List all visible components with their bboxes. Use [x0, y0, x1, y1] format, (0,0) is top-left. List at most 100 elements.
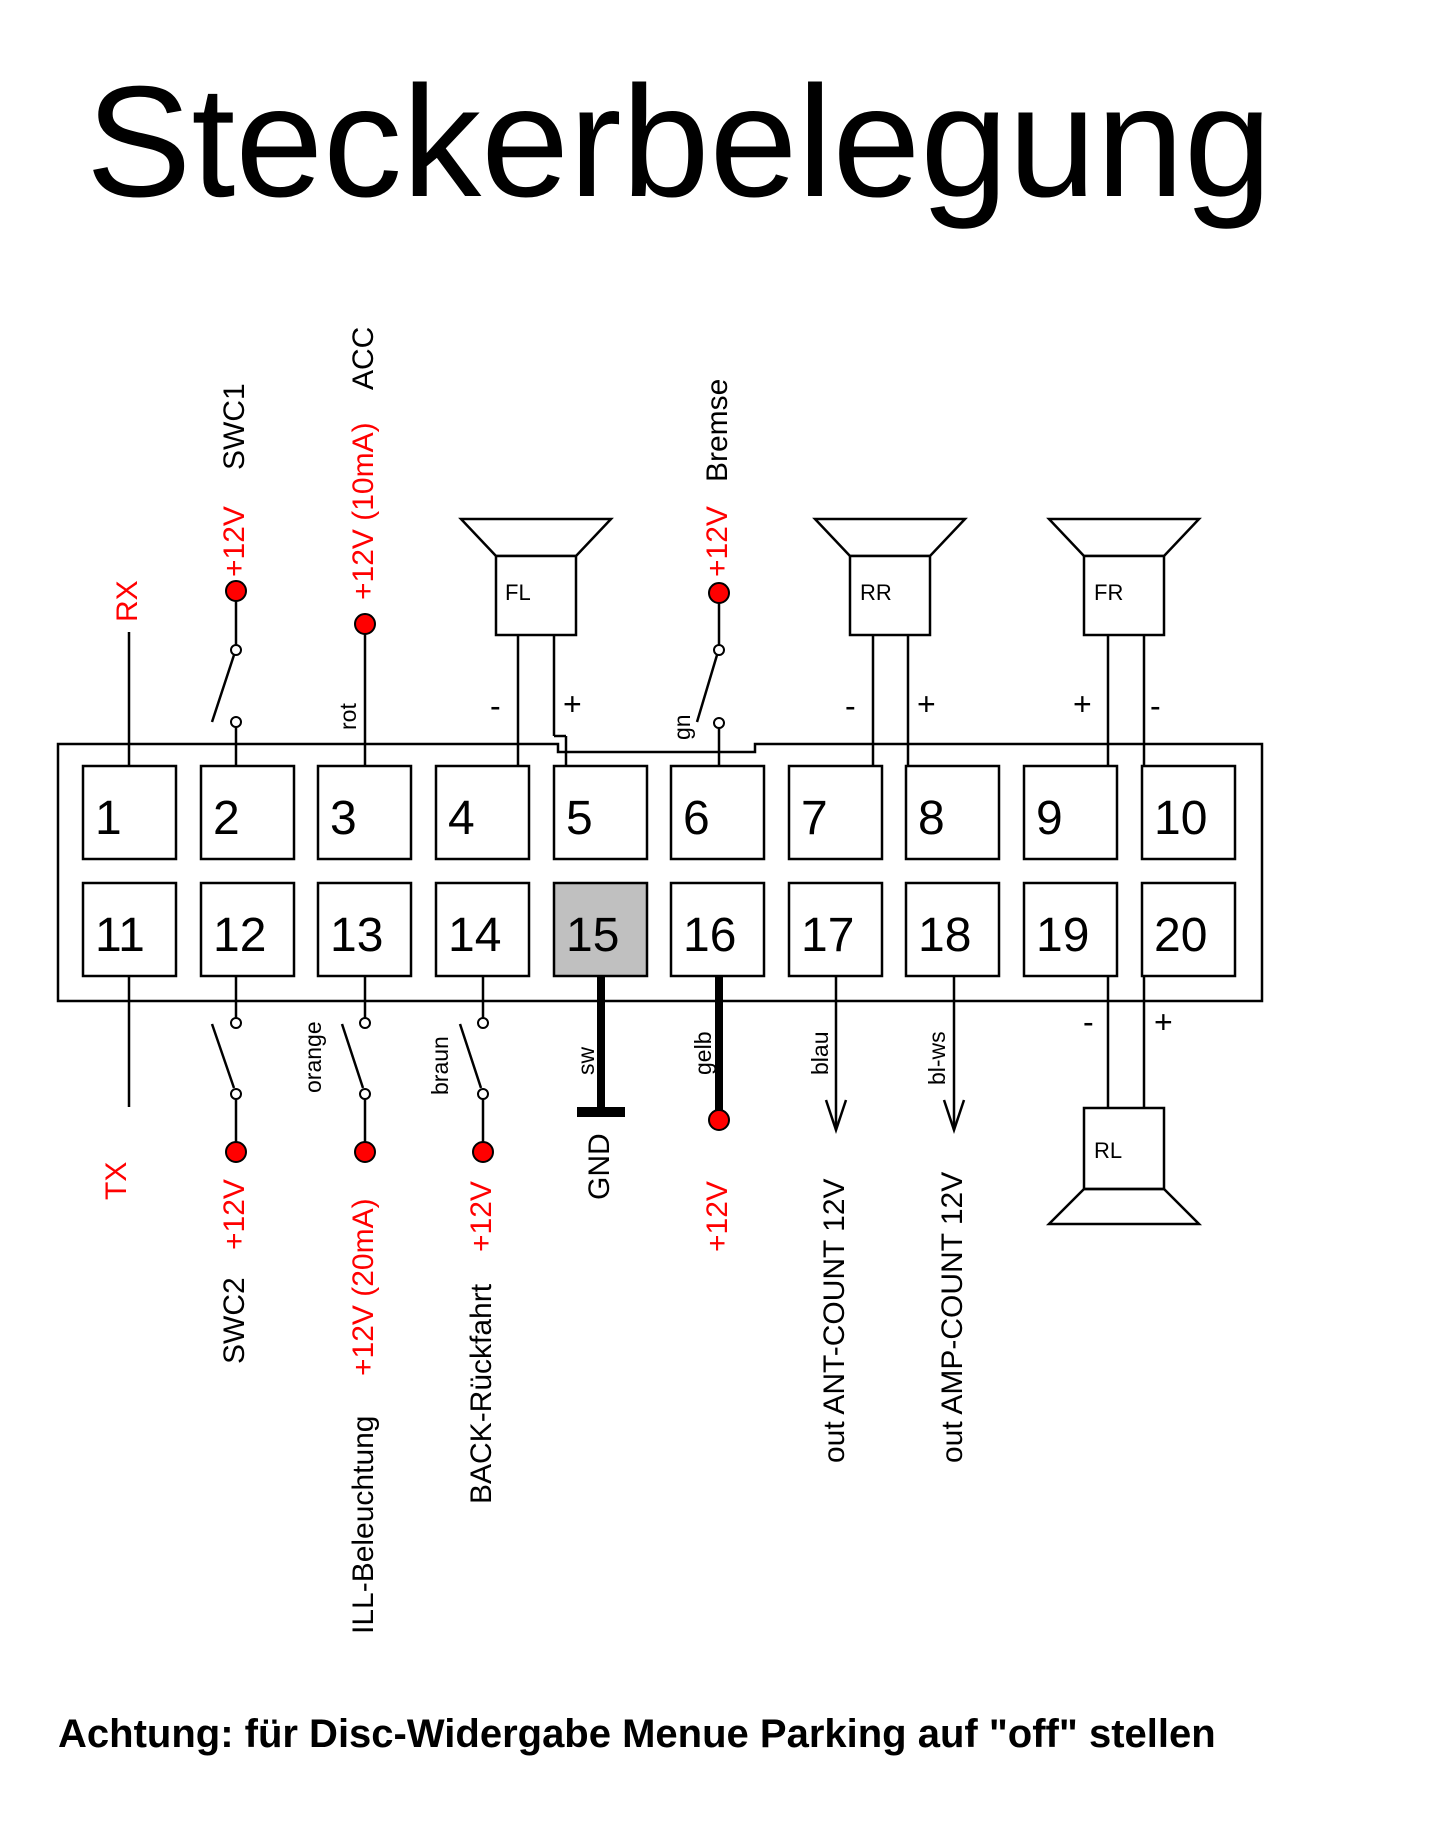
pin-11-tx-wire: TX — [100, 976, 133, 1200]
pin-3[interactable]: 3 — [316, 764, 413, 861]
bremse-power-dot — [708, 582, 730, 604]
swc2-label: SWC2 — [218, 1277, 251, 1364]
connector-top-row: 1 2 3 4 5 6 7 8 9 10 — [81, 764, 1237, 861]
connector-housing — [56, 742, 1264, 1003]
pin-13-ill-switch: orange +12V (20mA) ILL-Beleuchtung — [300, 976, 380, 1634]
pin-12[interactable]: 12 — [199, 881, 296, 978]
pin-16[interactable]: 16 — [669, 881, 766, 978]
pin-1[interactable]: 1 — [81, 764, 178, 861]
svg-text:+: + — [917, 686, 936, 722]
svg-text:17: 17 — [801, 909, 854, 962]
wire-color-gn: gn — [669, 714, 695, 740]
svg-text:+12V: +12V — [218, 1179, 251, 1250]
pin-16-power-dot — [708, 1109, 730, 1131]
pin-10[interactable]: 10 — [1140, 764, 1237, 861]
acc-label: ACC — [347, 327, 380, 390]
svg-text:7: 7 — [801, 792, 828, 845]
wire-color-gelb: gelb — [690, 1032, 716, 1075]
bremse-label: Bremse — [701, 379, 734, 482]
svg-text:11: 11 — [95, 909, 145, 962]
svg-text:-: - — [490, 688, 501, 724]
wire-color-sw: sw — [573, 1047, 599, 1076]
ill-label: ILL-Beleuchtung — [347, 1416, 380, 1635]
svg-text:5: 5 — [566, 792, 593, 845]
svg-text:12: 12 — [213, 909, 266, 962]
speaker-rl: RL - + — [1045, 976, 1203, 1226]
gnd-label: GND — [583, 1133, 616, 1200]
pin-14-back-switch: braun +12V BACK-Rückfahrt — [427, 976, 498, 1504]
pin-11[interactable]: 11 — [81, 881, 178, 978]
acc-power-dot — [354, 613, 376, 635]
pin-15[interactable]: 15 — [552, 881, 649, 978]
svg-text:10: 10 — [1154, 792, 1207, 845]
speaker-rr: RR - + — [812, 517, 968, 766]
svg-text:13: 13 — [330, 909, 383, 962]
svg-text:+12V: +12V — [701, 1181, 734, 1252]
back-label: BACK-Rückfahrt — [465, 1283, 498, 1504]
pin-20[interactable]: 20 — [1140, 881, 1237, 978]
pin-9[interactable]: 9 — [1022, 764, 1119, 861]
pin-3-acc-wire: rot +12V (10mA) ACC — [335, 327, 380, 766]
wire-color-blau: blau — [807, 1032, 833, 1075]
swc1-label: SWC1 — [218, 383, 251, 470]
pin-1-rx-wire: RX — [111, 580, 144, 766]
pin-6[interactable]: 6 — [669, 764, 766, 861]
pin-4[interactable]: 4 — [434, 764, 531, 861]
tx-label: TX — [100, 1162, 133, 1200]
pin-18-amp-output: bl-ws out AMP-COUNT 12V — [924, 976, 969, 1463]
pin-13[interactable]: 13 — [316, 881, 413, 978]
pin-2-swc1-switch: +12V SWC1 — [210, 383, 251, 766]
svg-text:18: 18 — [918, 909, 971, 962]
svg-text:+12V: +12V — [701, 506, 734, 577]
svg-text:19: 19 — [1036, 909, 1089, 962]
pin-17-ant-output: blau out ANT-COUNT 12V — [807, 976, 851, 1463]
svg-text:2: 2 — [213, 792, 240, 845]
svg-text:15: 15 — [566, 909, 619, 962]
svg-text:FL: FL — [505, 580, 531, 605]
svg-text:3: 3 — [330, 792, 357, 845]
svg-text:-: - — [1083, 1004, 1094, 1040]
warning-footer: Achtung: für Disc-Widergabe Menue Parkin… — [58, 1712, 1216, 1756]
speaker-fl: FL - + — [458, 517, 614, 766]
pin-2[interactable]: 2 — [199, 764, 296, 861]
wire-color-orange: orange — [300, 1021, 326, 1093]
svg-text:+: + — [1073, 686, 1092, 722]
svg-text:4: 4 — [448, 792, 475, 845]
svg-text:9: 9 — [1036, 792, 1063, 845]
pin-14[interactable]: 14 — [434, 881, 531, 978]
connector-bottom-row: 11 12 13 14 15 16 17 18 19 20 — [81, 881, 1237, 978]
svg-text:-: - — [1150, 688, 1161, 724]
speaker-fr: FR + - — [1046, 517, 1202, 766]
pin-19[interactable]: 19 — [1022, 881, 1119, 978]
svg-text:RR: RR — [860, 580, 892, 605]
ill-power-dot — [354, 1141, 376, 1163]
svg-text:6: 6 — [683, 792, 710, 845]
svg-text:14: 14 — [448, 909, 501, 962]
amp-label: out AMP-COUNT 12V — [936, 1172, 969, 1463]
svg-text:1: 1 — [95, 792, 122, 845]
page-title: Steckerbelegung — [86, 54, 1272, 230]
svg-text:RL: RL — [1094, 1138, 1122, 1163]
pin-7[interactable]: 7 — [787, 764, 884, 861]
svg-text:20: 20 — [1154, 909, 1207, 962]
swc2-power-dot — [225, 1141, 247, 1163]
ant-label: out ANT-COUNT 12V — [818, 1178, 851, 1463]
svg-text:+12V (10mA): +12V (10mA) — [347, 422, 380, 600]
pin-15-gnd-wire: sw GND — [573, 976, 625, 1200]
svg-text:-: - — [845, 688, 856, 724]
svg-text:+12V: +12V — [218, 506, 251, 577]
wire-color-braun: braun — [427, 1036, 453, 1095]
wire-color-bl-ws: bl-ws — [924, 1031, 950, 1085]
pin-17[interactable]: 17 — [787, 881, 884, 978]
svg-text:FR: FR — [1094, 580, 1123, 605]
svg-text:16: 16 — [683, 909, 736, 962]
pin-8[interactable]: 8 — [904, 764, 1001, 861]
svg-text:8: 8 — [918, 792, 945, 845]
svg-text:+: + — [563, 686, 582, 722]
rx-label: RX — [111, 580, 144, 622]
pin-16-power-wire: gelb +12V — [690, 976, 734, 1252]
svg-text:+: + — [1154, 1004, 1173, 1040]
pin-5[interactable]: 5 — [552, 764, 649, 861]
pin-18[interactable]: 18 — [904, 881, 1001, 978]
svg-text:+12V: +12V — [465, 1181, 498, 1252]
